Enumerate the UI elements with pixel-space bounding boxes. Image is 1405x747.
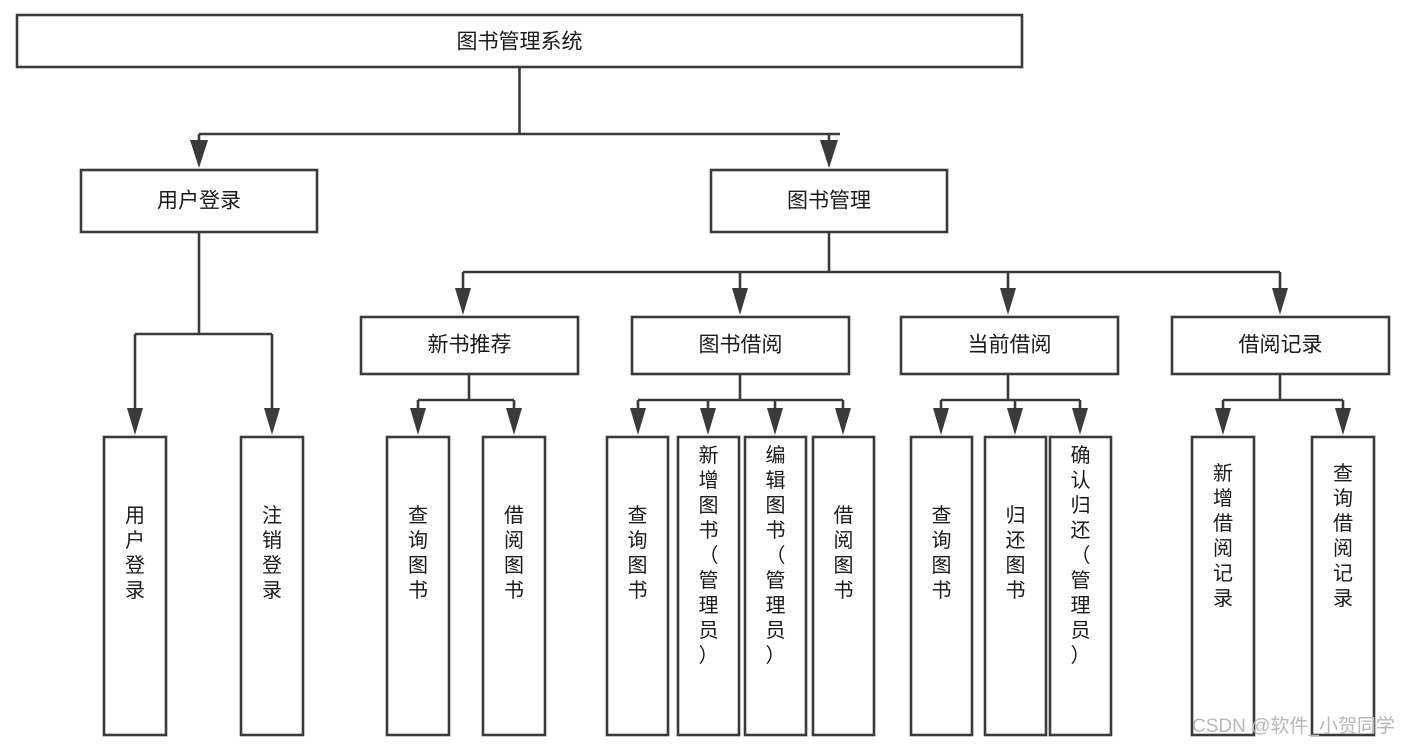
node-leaf-edit-book-admin-label: 编辑图书（管理员） — [766, 444, 786, 667]
node-leaf-query-borrow-record-label: 查询借阅记录 — [1333, 462, 1353, 610]
node-leaf-user-login[interactable]: 用户登录 — [102, 435, 168, 737]
node-current-borrow[interactable]: 当前借阅 — [899, 315, 1120, 376]
arrow-head-leaf-confirm-return-admin — [1072, 408, 1088, 435]
connector-group-current-borrow-to-leaves — [933, 374, 1088, 435]
arrow-head-book-borrow — [732, 288, 748, 315]
node-leaf-logout-login-box[interactable] — [239, 435, 305, 737]
arrow-head-leaf-logout-login — [264, 408, 280, 435]
node-leaf-borrow-book-box[interactable] — [811, 435, 876, 737]
arrow-head-leaf-borrow-book-recommend — [506, 408, 522, 435]
node-new-book-recommend-box[interactable] — [359, 315, 580, 376]
connector-group-user-login-to-leaves — [127, 232, 280, 435]
arrow-head-borrow-records — [1272, 288, 1288, 315]
arrow-head-book-management — [820, 140, 838, 168]
connector-group-book-management-to-level3 — [455, 232, 1288, 315]
connector-group-root-to-level2 — [190, 67, 840, 168]
arrow-head-leaf-add-borrow-record — [1215, 408, 1231, 435]
node-leaf-query-book-current[interactable]: 查询图书 — [909, 435, 974, 737]
node-leaf-query-book-borrow[interactable]: 查询图书 — [605, 435, 670, 737]
arrow-head-leaf-query-borrow-record — [1335, 408, 1351, 435]
node-leaf-add-book-admin[interactable]: 新增图书（管理员） — [676, 435, 741, 737]
node-leaf-query-book-current-box[interactable] — [909, 435, 974, 737]
node-leaf-borrow-book-recommend-label: 借阅图书 — [504, 504, 524, 602]
node-leaf-add-borrow-record-label: 新增借阅记录 — [1213, 462, 1233, 610]
node-leaf-add-borrow-record[interactable]: 新增借阅记录 — [1190, 435, 1256, 737]
node-current-borrow-label: 当前借阅 — [968, 334, 1052, 357]
node-leaf-edit-book-admin-box[interactable] — [743, 435, 808, 737]
node-leaf-add-borrow-record-box[interactable] — [1190, 435, 1256, 737]
arrow-head-new-book-recommend — [455, 288, 471, 315]
node-leaf-confirm-return-admin[interactable]: 确认归还（管理员） — [1048, 435, 1113, 737]
node-leaf-user-login-label: 用户登录 — [125, 505, 145, 602]
arrow-head-current-borrow — [1000, 288, 1016, 315]
node-leaf-add-book-admin-label: 新增图书（管理员） — [699, 444, 719, 667]
node-leaf-query-book-recommend-label: 查询图书 — [408, 504, 428, 602]
node-borrow-records[interactable]: 借阅记录 — [1170, 315, 1391, 376]
node-root-box[interactable] — [15, 13, 1024, 69]
node-leaf-query-book-recommend[interactable]: 查询图书 — [385, 435, 451, 737]
arrow-head-leaf-query-book-current — [933, 408, 949, 435]
node-leaf-query-borrow-record[interactable]: 查询借阅记录 — [1310, 435, 1376, 737]
node-leaf-logout-login[interactable]: 注销登录 — [239, 435, 305, 737]
node-root[interactable]: 图书管理系统 — [15, 13, 1024, 69]
node-current-borrow-box[interactable] — [899, 315, 1120, 376]
node-leaf-add-book-admin-box[interactable] — [676, 435, 741, 737]
node-leaf-query-book-borrow-box[interactable] — [605, 435, 670, 737]
node-leaf-user-login-box[interactable] — [102, 435, 168, 737]
node-user-login[interactable]: 用户登录 — [79, 168, 319, 234]
node-new-book-recommend-label: 新书推荐 — [428, 334, 512, 357]
node-leaf-confirm-return-admin-label: 确认归还（管理员） — [1071, 444, 1091, 667]
node-leaf-query-borrow-record-box[interactable] — [1310, 435, 1376, 737]
node-book-borrow[interactable]: 图书借阅 — [630, 315, 851, 376]
node-leaf-borrow-book-recommend-box[interactable] — [481, 435, 547, 737]
arrow-head-leaf-add-book-admin — [700, 408, 716, 435]
node-new-book-recommend[interactable]: 新书推荐 — [359, 315, 580, 376]
connector-group-book-borrow-to-leaves — [630, 374, 851, 435]
arrow-head-leaf-query-book-borrow — [630, 408, 646, 435]
node-book-management-box[interactable] — [709, 168, 949, 234]
arrow-head-leaf-borrow-book — [835, 408, 851, 435]
node-leaf-borrow-book-recommend[interactable]: 借阅图书 — [481, 435, 547, 737]
node-book-borrow-label: 图书借阅 — [699, 334, 783, 357]
node-book-borrow-box[interactable] — [630, 315, 851, 376]
node-user-login-label: 用户登录 — [157, 190, 241, 213]
node-root-label: 图书管理系统 — [457, 31, 583, 54]
arrow-head-user-login — [190, 140, 208, 168]
node-leaf-confirm-return-admin-box[interactable] — [1048, 435, 1113, 737]
node-leaf-borrow-book[interactable]: 借阅图书 — [811, 435, 876, 737]
arrow-head-leaf-edit-book-admin — [767, 408, 783, 435]
connector-group-borrow-records-to-leaves — [1215, 374, 1351, 435]
connector-group-new-book-recommend-to-leaves — [410, 374, 522, 435]
node-leaf-return-book-box[interactable] — [983, 435, 1048, 737]
arrow-head-leaf-query-book-recommend — [410, 408, 426, 435]
arrow-head-leaf-return-book — [1007, 408, 1023, 435]
node-borrow-records-label: 借阅记录 — [1239, 334, 1323, 357]
node-leaf-edit-book-admin[interactable]: 编辑图书（管理员） — [743, 435, 808, 737]
node-leaf-query-book-borrow-label: 查询图书 — [628, 504, 648, 602]
csdn-watermark: CSDN @软件_小贺同学 — [1192, 715, 1395, 737]
node-borrow-records-box[interactable] — [1170, 315, 1391, 376]
node-leaf-query-book-recommend-box[interactable] — [385, 435, 451, 737]
node-user-login-box[interactable] — [79, 168, 319, 234]
node-leaf-logout-login-label: 注销登录 — [262, 504, 282, 602]
node-book-management-label: 图书管理 — [787, 190, 871, 213]
node-leaf-query-book-current-label: 查询图书 — [932, 504, 952, 602]
node-leaf-borrow-book-label: 借阅图书 — [834, 504, 854, 602]
arrow-head-leaf-user-login — [127, 408, 143, 435]
node-book-management[interactable]: 图书管理 — [709, 168, 949, 234]
node-leaf-return-book[interactable]: 归还图书 — [983, 435, 1048, 737]
node-leaf-return-book-label: 归还图书 — [1006, 504, 1026, 602]
